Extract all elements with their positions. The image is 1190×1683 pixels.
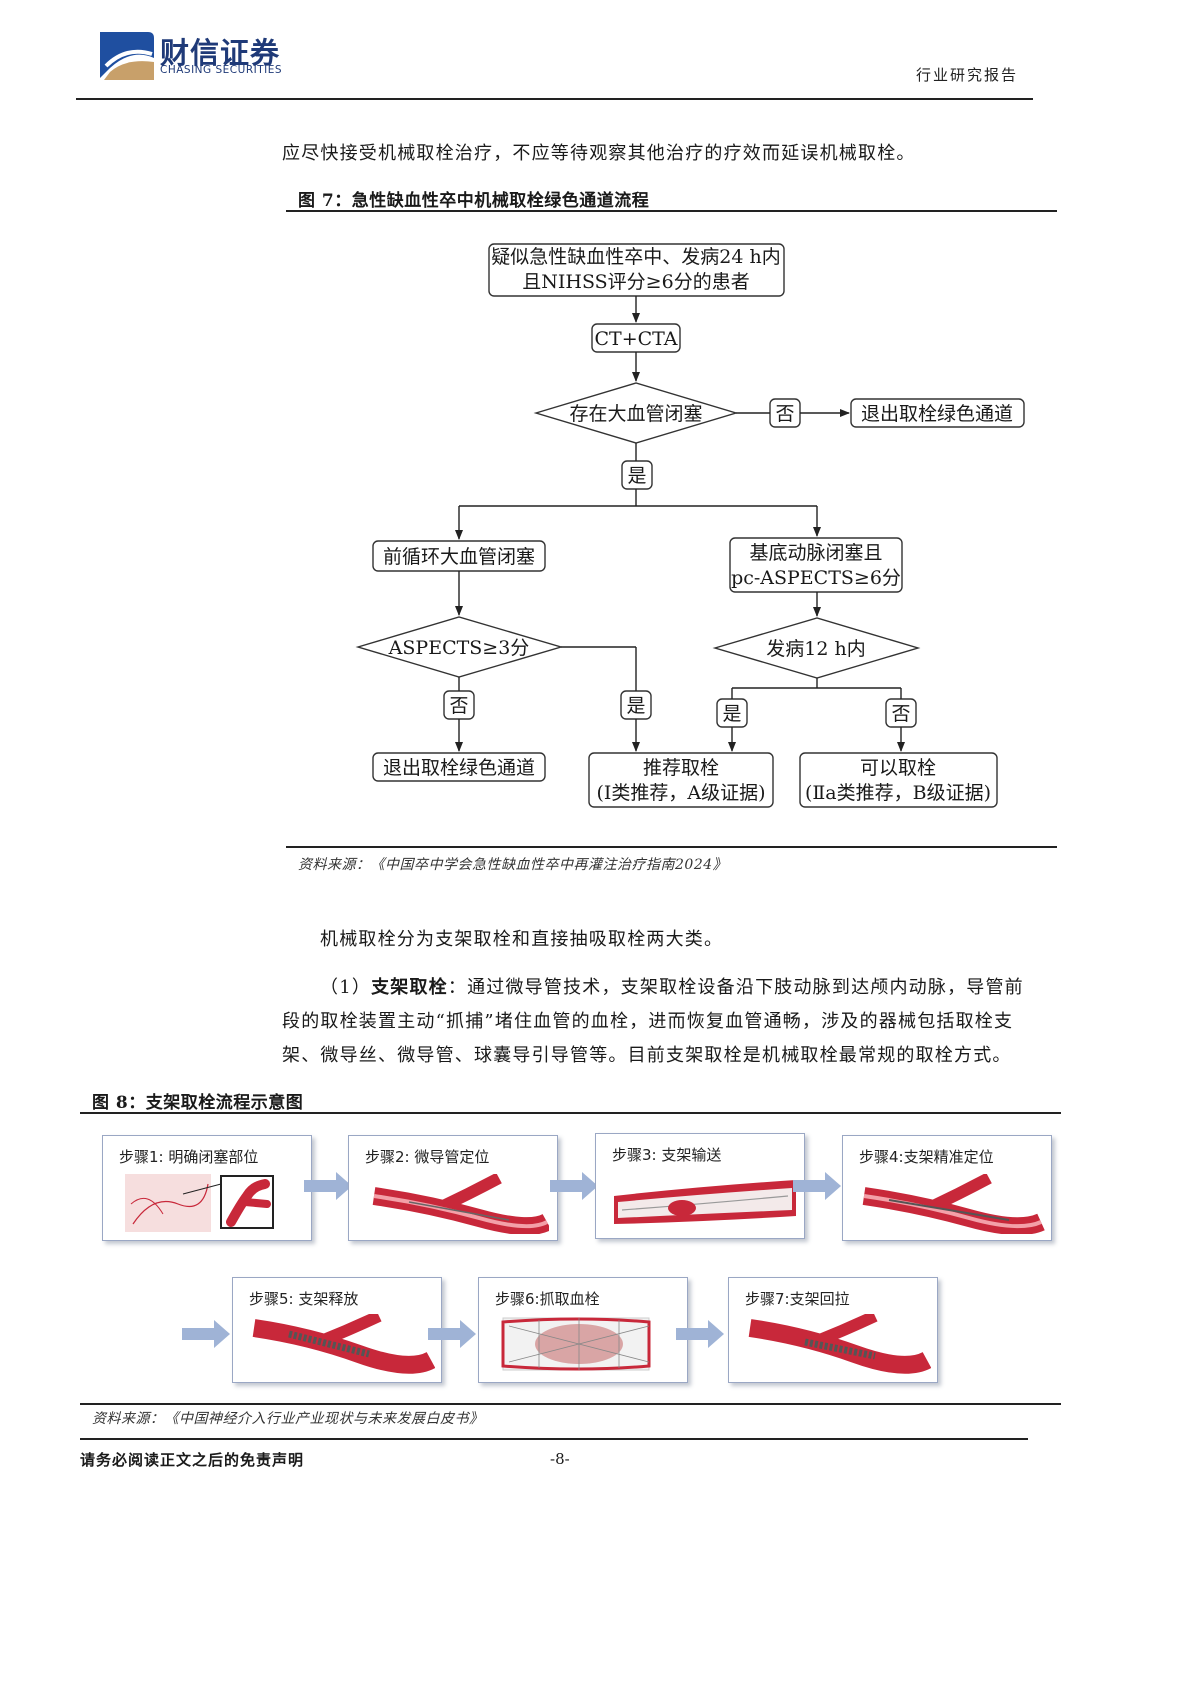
step-2-panel: 步骤2: 微导管定位 [348,1135,558,1241]
yes3-text: 是 [722,703,741,725]
figure7-bottom-rule [286,846,1057,848]
clot-capture-icon [501,1317,651,1371]
arrow-right-icon [676,1318,726,1354]
ct-text: CT+CTA [594,328,677,350]
paragraph-stent-line1: （1）支架取栓：通过微导管技术，支架取栓设备沿下肢动脉到达颅内动脉，导管前 [320,970,1024,1006]
can-text-1: 可以取栓 [860,757,936,779]
yes1-text: 是 [627,465,646,487]
anterior-text: 前循环大血管闭塞 [383,546,535,568]
footer-disclaimer: 请务必阅读正文之后的免责声明 [80,1451,305,1469]
stent-term: 支架取栓 [371,977,448,998]
logo-chinese-name: 财信证券 [160,36,281,70]
step-4-label: 步骤4:支架精准定位 [859,1148,994,1166]
paragraph-stent-line2: 段的取栓装置主动“抓捕”堵住血管的血栓，进而恢复血管通畅，涉及的器械包括取栓支 [282,1011,1014,1032]
step-5-label: 步骤5: 支架释放 [249,1290,359,1308]
stent-delivery-icon [614,1180,796,1224]
figure8-top-rule [80,1112,1061,1114]
recommend-text-1: 推荐取栓 [643,757,719,779]
no1-text: 否 [775,403,794,425]
can-box [799,752,998,808]
report-type: 行业研究报告 [916,66,1019,84]
basilar-text-2: pc-ASPECTS≥6分 [731,567,901,589]
aspects-text: ASPECTS≥3分 [388,637,530,659]
no3-text: 否 [891,703,910,725]
step-7-label: 步骤7:支架回拉 [745,1290,850,1308]
exit2-text: 退出取栓绿色通道 [383,757,535,779]
brand-logo [96,28,156,84]
stent-release-icon [252,1314,435,1374]
figure7-flowchart: 疑似急性缺血性卒中、发病24 h内 且NIHSS评分≥6分的患者 CT+CTA … [355,243,1025,808]
recommend-text-2: (Ⅰ类推荐，A级证据) [596,782,765,804]
no2-text: 否 [449,695,468,717]
onset-text: 发病12 h内 [766,638,865,660]
exit1-box [850,398,1025,428]
step-3-panel: 步骤3: 支架输送 [595,1133,805,1239]
step-3-label: 步骤3: 支架输送 [612,1146,722,1164]
yes1-box [621,460,653,490]
start-text-2: 且NIHSS评分≥6分的患者 [522,271,749,293]
arrow-right-icon [428,1318,478,1354]
basilar-box [729,537,903,593]
figure7-source: 资料来源：《中国卒中学会急性缺血性卒中再灌注治疗指南2024》 [298,857,728,873]
figure8-bottom-rule [80,1403,1061,1405]
can-text-2: (Ⅱa类推荐，B级证据) [805,782,991,804]
step-1-panel: 步骤1: 明确闭塞部位 [102,1135,312,1241]
figure8-source: 资料来源：《中国神经介入行业产业现状与未来发展白皮书》 [92,1411,484,1427]
step-2-label: 步骤2: 微导管定位 [365,1148,490,1166]
onset-diamond [712,617,921,679]
occlusion-text: 存在大血管闭塞 [569,403,702,425]
stent-prefix: （1） [320,977,372,998]
footer-rule [80,1438,1028,1440]
brain-occlusion-icon [125,1174,274,1232]
step-6-label: 步骤6:抓取血栓 [495,1290,600,1308]
exit1-text: 退出取栓绿色通道 [861,403,1013,425]
step-6-panel: 步骤6:抓取血栓 [478,1277,688,1383]
intro-text: 应尽快接受机械取栓治疗，不应等待观察其他治疗的疗效而延误机械取栓。 [282,143,916,164]
step-4-panel: 步骤4:支架精准定位 [842,1135,1052,1241]
step-5-panel: 步骤5: 支架释放 [232,1277,442,1383]
exit2-box [372,752,546,782]
page-number: -8- [550,1450,570,1468]
arrow-right-icon [550,1170,600,1206]
figure8-title: 图 8：支架取栓流程示意图 [92,1093,304,1113]
header-rule [76,98,1033,100]
recommend-box [588,752,774,808]
figure7-top-rule [286,210,1057,212]
logo-english-name: CHASING SECURITIES [160,64,283,76]
start-text-1: 疑似急性缺血性卒中、发病24 h内 [491,246,780,268]
arrow-right-icon [182,1318,232,1354]
arrow-right-icon [793,1170,843,1206]
step-7-panel: 步骤7:支架回拉 [728,1277,938,1383]
logo-mark-icon [100,32,154,80]
basilar-text-1: 基底动脉闭塞且 [749,542,882,564]
stent-rest: ：通过微导管技术，支架取栓设备沿下肢动脉到达颅内动脉，导管前 [447,977,1024,998]
vessel-microcatheter-icon [372,1174,549,1234]
paragraph-stent-line3: 架、微导丝、微导管、球囊导引导管等。目前支架取栓是机械取栓最常规的取栓方式。 [282,1045,1012,1066]
stent-positioning-icon [862,1174,1045,1234]
stent-retrieval-icon [748,1314,931,1374]
figure7-title: 图 7：急性缺血性卒中机械取栓绿色通道流程 [298,191,650,211]
paragraph-intro: 机械取栓分为支架取栓和直接抽吸取栓两大类。 [320,929,724,950]
yes2-text: 是 [626,695,645,717]
step-1-label: 步骤1: 明确闭塞部位 [119,1148,259,1166]
arrow-right-icon [304,1170,354,1206]
